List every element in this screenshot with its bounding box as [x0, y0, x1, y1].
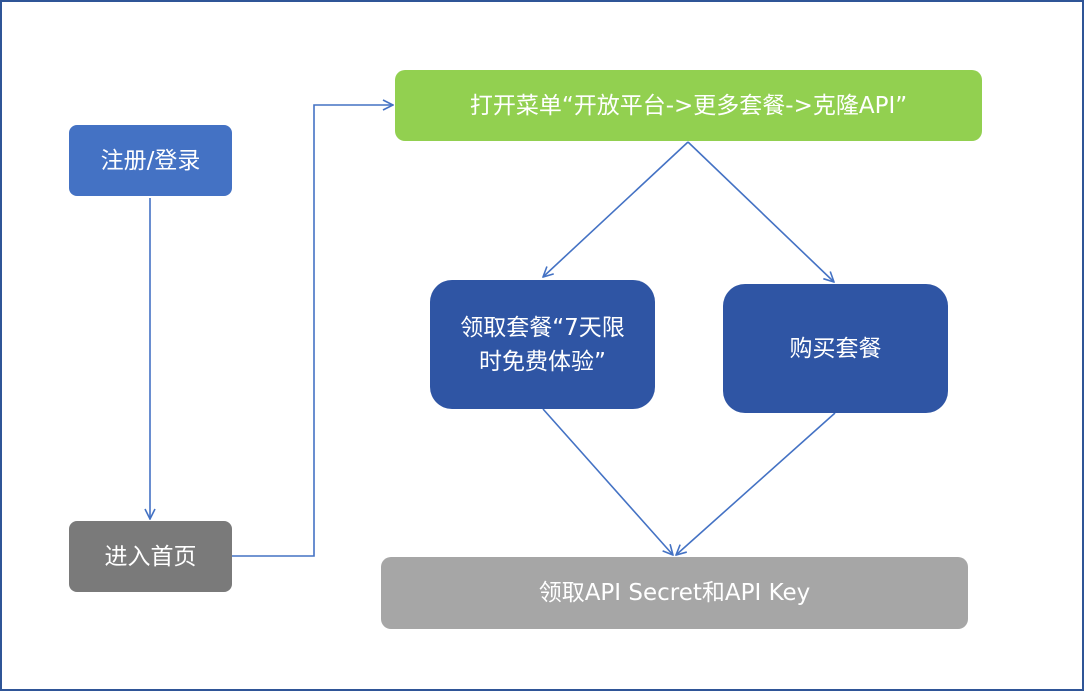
- open-menu-label: 打开菜单“开放平台->更多套餐->克隆API”: [469, 92, 908, 119]
- receive-api-keys-node: 领取API Secret和API Key: [381, 557, 968, 629]
- buy-package-label: 购买套餐: [789, 335, 882, 362]
- free-trial-package-label: 领取套餐“7天限时免费体验”: [460, 314, 625, 375]
- connector-home-to-menu: [232, 105, 393, 557]
- open-menu-node: 打开菜单“开放平台->更多套餐->克隆API”: [395, 70, 982, 141]
- connector-menu-to-buy: [687, 141, 834, 282]
- connector-menu-to-trial: [543, 141, 689, 277]
- receive-api-keys-label: 领取API Secret和API Key: [538, 580, 811, 606]
- enter-homepage-node: 进入首页: [69, 521, 232, 592]
- enter-homepage-label: 进入首页: [104, 543, 197, 570]
- connector-buy-to-receive: [676, 412, 836, 555]
- connector-trial-to-receive: [542, 408, 673, 555]
- register-login-label: 注册/登录: [100, 147, 201, 174]
- buy-package-node: 购买套餐: [723, 284, 948, 413]
- free-trial-package-node: 领取套餐“7天限时免费体验”: [430, 280, 655, 409]
- register-login-node: 注册/登录: [69, 125, 232, 196]
